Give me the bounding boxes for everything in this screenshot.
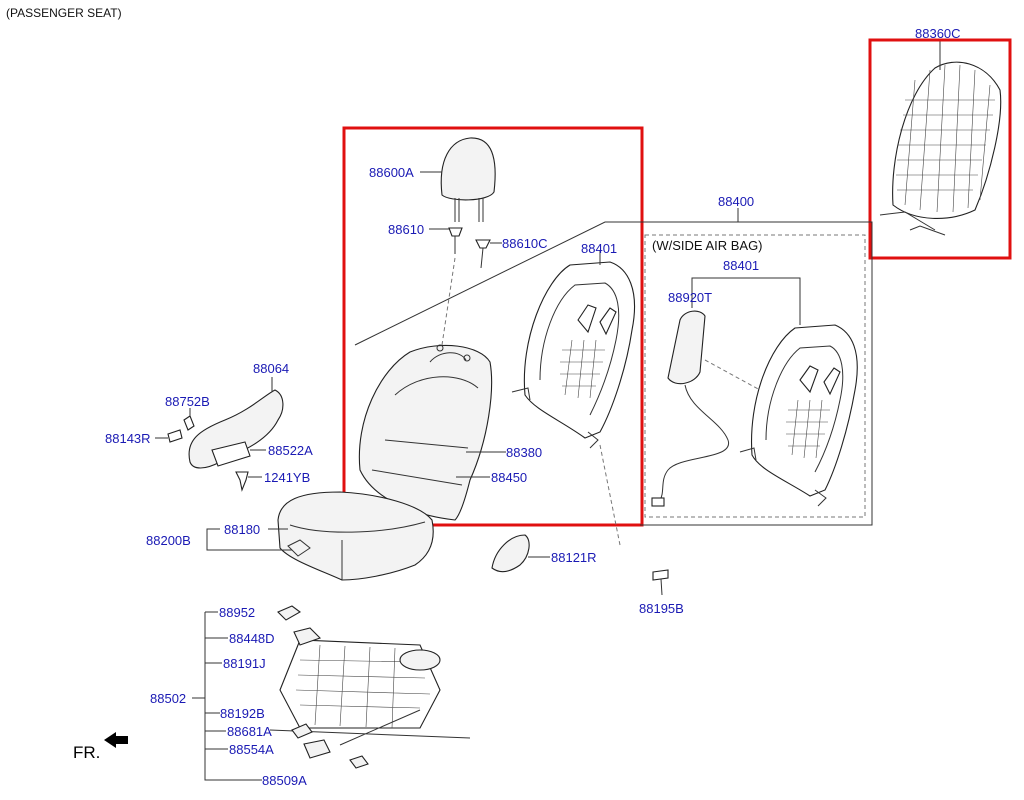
label-88600a: 88600A xyxy=(369,165,414,180)
side-airbag-88920t xyxy=(651,310,729,507)
label-88200b: 88200B xyxy=(146,533,191,548)
label-1241yb: 1241YB xyxy=(264,470,310,485)
label-88448d: 88448D xyxy=(229,631,275,646)
label-88143r: 88143R xyxy=(105,431,151,446)
seatback-frame-88401-airbag xyxy=(739,324,858,507)
highlight-box-back-cover xyxy=(868,38,1012,260)
label-88610: 88610 xyxy=(388,222,424,237)
side-airbag-variant-box xyxy=(644,234,866,518)
label-88502: 88502 xyxy=(150,691,186,706)
backrest-cover-88380 xyxy=(358,344,493,521)
label-88180: 88180 xyxy=(224,522,260,537)
label-88522a: 88522A xyxy=(268,443,313,458)
label-88401a: 88401 xyxy=(581,241,617,256)
label-88064: 88064 xyxy=(253,361,289,376)
label-88752b: 88752B xyxy=(165,394,210,409)
part-88509a xyxy=(349,755,369,769)
label-88509a: 88509A xyxy=(262,773,307,788)
label-88952: 88952 xyxy=(219,605,255,620)
front-direction-label: FR. xyxy=(73,743,100,762)
label-88191j: 88191J xyxy=(223,656,266,671)
arrow-left-icon xyxy=(104,732,128,748)
seat-cushion-88180 xyxy=(277,491,434,581)
switch-knob-88121r xyxy=(491,534,530,573)
headrest-guide-88610c xyxy=(475,239,491,269)
headrest-88600a xyxy=(440,137,496,222)
bolt-88195b xyxy=(652,569,669,596)
diagram-title: (PASSENGER SEAT) xyxy=(6,6,122,20)
leader-88401b xyxy=(691,277,801,325)
label-88121r: 88121R xyxy=(551,550,597,565)
dash-guide-to-back xyxy=(441,257,456,346)
label-88554a: 88554A xyxy=(229,742,274,757)
leader-88200b xyxy=(206,528,292,551)
label-88360c: 88360C xyxy=(915,26,961,41)
label-88610c: 88610C xyxy=(502,236,548,251)
recliner-cover-88064 xyxy=(188,389,284,469)
leader-88502-bracket xyxy=(204,612,262,781)
label-88195b: 88195B xyxy=(639,601,684,616)
clip-88143r xyxy=(167,429,183,443)
screw-1241yb xyxy=(235,471,249,492)
highlight-box-seatback xyxy=(342,126,644,527)
label-88450: 88450 xyxy=(491,470,527,485)
label-88681a: 88681A xyxy=(227,724,272,739)
part-88952 xyxy=(277,605,301,621)
part-88448d xyxy=(293,627,322,646)
clip-88752b xyxy=(183,415,195,431)
headrest-guide-88610 xyxy=(448,227,463,254)
part-88554a xyxy=(303,739,331,759)
back-cover-88360c xyxy=(879,61,1002,236)
side-airbag-caption: (W/SIDE AIR BAG) xyxy=(652,238,763,253)
dash-airbag-to-frame xyxy=(704,359,761,391)
label-88401b: 88401 xyxy=(723,258,759,273)
part-88681a xyxy=(291,723,313,739)
label-88380: 88380 xyxy=(506,445,542,460)
label-88192b: 88192B xyxy=(220,706,265,721)
label-88920t: 88920T xyxy=(668,290,712,305)
assembly-outline-88400 xyxy=(354,221,873,526)
dash-frame-to-bolt xyxy=(599,444,621,546)
seatback-frame-88401 xyxy=(511,261,636,449)
label-88400: 88400 xyxy=(718,194,754,209)
